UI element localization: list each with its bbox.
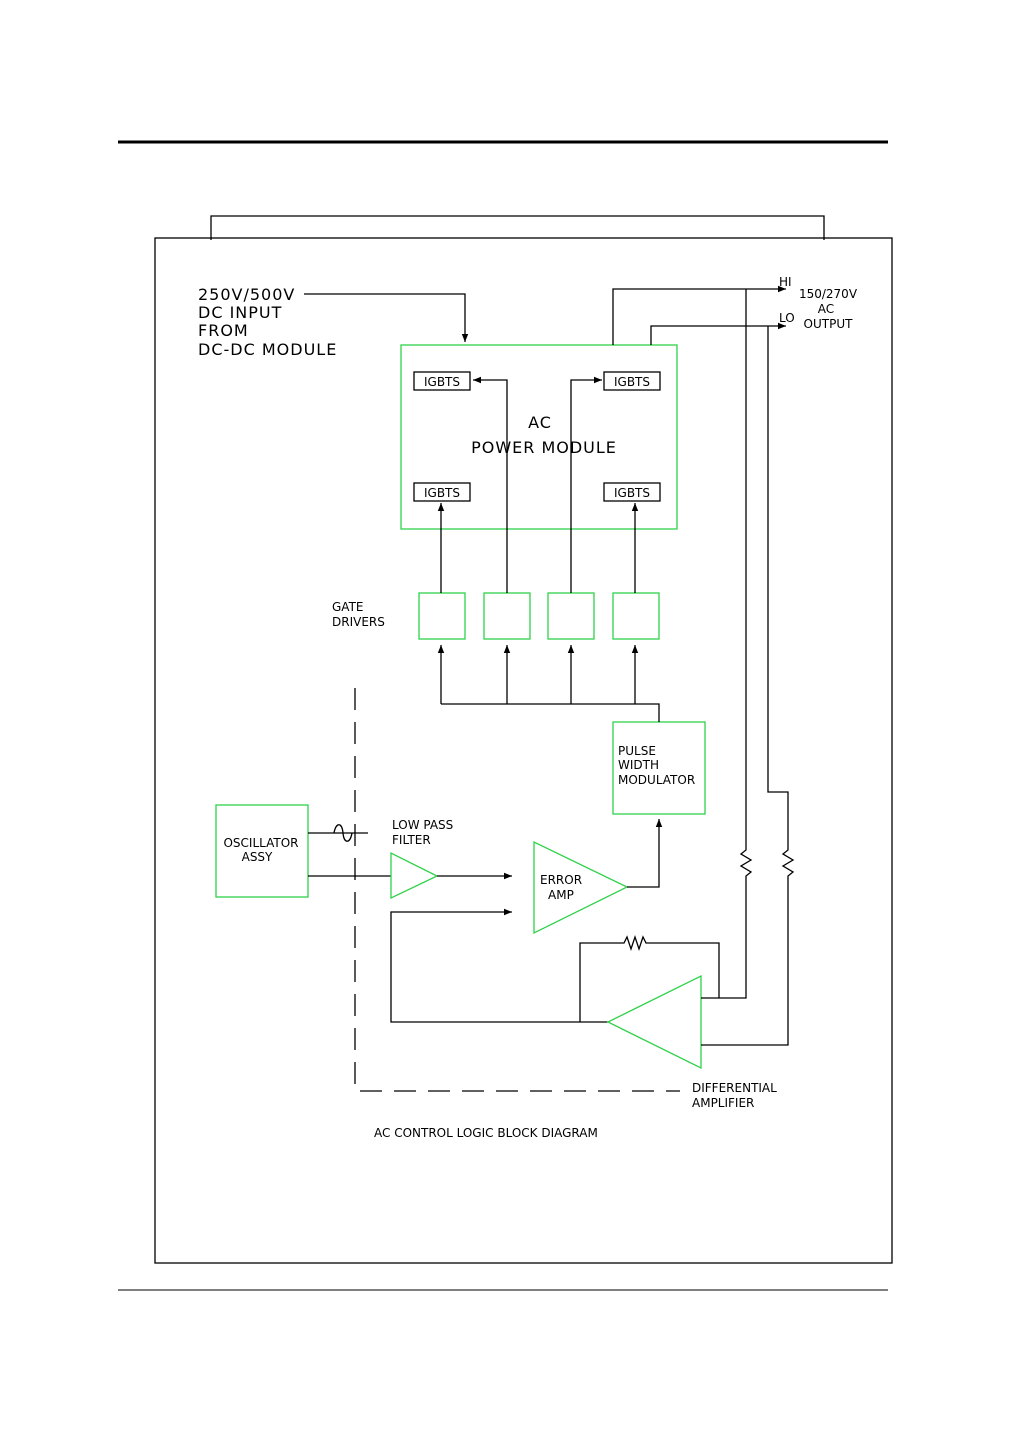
gd3-to-igbt xyxy=(570,376,602,593)
oscillator-assy xyxy=(215,804,309,898)
svg-text:GATE: GATE xyxy=(332,600,364,614)
svg-text:ASSY: ASSY xyxy=(242,850,273,864)
feedback-to-error-amp xyxy=(390,908,608,1023)
hi-output-line xyxy=(612,285,786,345)
dc-input-label: 250V/500V DC INPUT FROM DC-DC MODULE xyxy=(198,285,337,359)
svg-text:FROM: FROM xyxy=(198,321,249,340)
control-logic-boundary xyxy=(354,688,680,1092)
error-amplifier xyxy=(533,840,629,935)
igbt-bottom-right xyxy=(603,482,661,502)
svg-text:OUTPUT: OUTPUT xyxy=(804,317,854,331)
svg-text:DRIVERS: DRIVERS xyxy=(332,615,385,629)
ac-power-module xyxy=(400,344,678,530)
ac-output-label: 150/270V AC OUTPUT xyxy=(799,287,858,331)
gate-driver-3 xyxy=(547,592,595,640)
low-pass-filter xyxy=(390,851,439,900)
power-module-line1: AC xyxy=(528,413,552,432)
svg-text:150/270V: 150/270V xyxy=(799,287,858,301)
sine-wave-icon xyxy=(333,824,353,842)
igbt-top-left xyxy=(413,371,471,391)
svg-text:PULSE: PULSE xyxy=(618,744,656,758)
igbt-top-right xyxy=(603,371,661,391)
power-module-line2: POWER MODULE xyxy=(471,438,617,457)
diagram-caption: AC CONTROL LOGIC BLOCK DIAGRAM xyxy=(374,1126,598,1140)
pwm-bus xyxy=(441,703,660,722)
hi-label: HI xyxy=(779,275,792,289)
low-pass-filter-label: LOW PASS FILTER xyxy=(392,818,453,847)
igbt-bottom-left xyxy=(413,482,471,502)
lo-label: LO xyxy=(779,311,795,325)
svg-text:AMP: AMP xyxy=(548,888,574,902)
svg-text:MODULATOR: MODULATOR xyxy=(618,773,695,787)
gate-drivers-label: GATE DRIVERS xyxy=(332,600,385,629)
svg-text:250V/500V: 250V/500V xyxy=(198,285,295,304)
svg-text:AC: AC xyxy=(818,302,834,316)
gd2-to-igbt xyxy=(473,376,508,593)
hi-sense-line xyxy=(701,289,753,999)
svg-text:IGBTS: IGBTS xyxy=(614,375,650,389)
svg-text:IGBTS: IGBTS xyxy=(614,486,650,500)
lo-sense-line xyxy=(701,326,795,1046)
oscillator-label: OSCILLATOR ASSY xyxy=(223,836,298,864)
svg-text:DC INPUT: DC INPUT xyxy=(198,303,282,322)
pwm-label: PULSE WIDTH MODULATOR xyxy=(618,744,695,787)
svg-text:IGBTS: IGBTS xyxy=(424,486,460,500)
diff-amp-feedback xyxy=(579,934,720,1022)
svg-text:IGBTS: IGBTS xyxy=(424,375,460,389)
error-amp-label: ERROR AMP xyxy=(540,873,582,902)
svg-text:WIDTH: WIDTH xyxy=(618,758,659,772)
svg-text:ERROR: ERROR xyxy=(540,873,582,887)
svg-text:DIFFERENTIAL: DIFFERENTIAL xyxy=(692,1081,777,1095)
gate-driver-4 xyxy=(612,592,660,640)
svg-text:LOW PASS: LOW PASS xyxy=(392,818,453,832)
differential-amplifier xyxy=(606,974,702,1070)
svg-text:FILTER: FILTER xyxy=(392,833,431,847)
differential-amplifier-label: DIFFERENTIAL AMPLIFIER xyxy=(692,1081,777,1110)
svg-text:OSCILLATOR: OSCILLATOR xyxy=(223,836,298,850)
lo-output-line xyxy=(650,322,786,345)
svg-text:DC-DC MODULE: DC-DC MODULE xyxy=(198,340,337,359)
dc-input-line xyxy=(304,293,469,342)
gate-driver-1 xyxy=(418,592,466,640)
gate-driver-2 xyxy=(483,592,531,640)
title-bar-frame xyxy=(210,215,825,240)
diagram-frame xyxy=(154,237,893,1264)
error-amp-to-pwm xyxy=(627,819,663,888)
svg-text:AMPLIFIER: AMPLIFIER xyxy=(692,1096,754,1110)
